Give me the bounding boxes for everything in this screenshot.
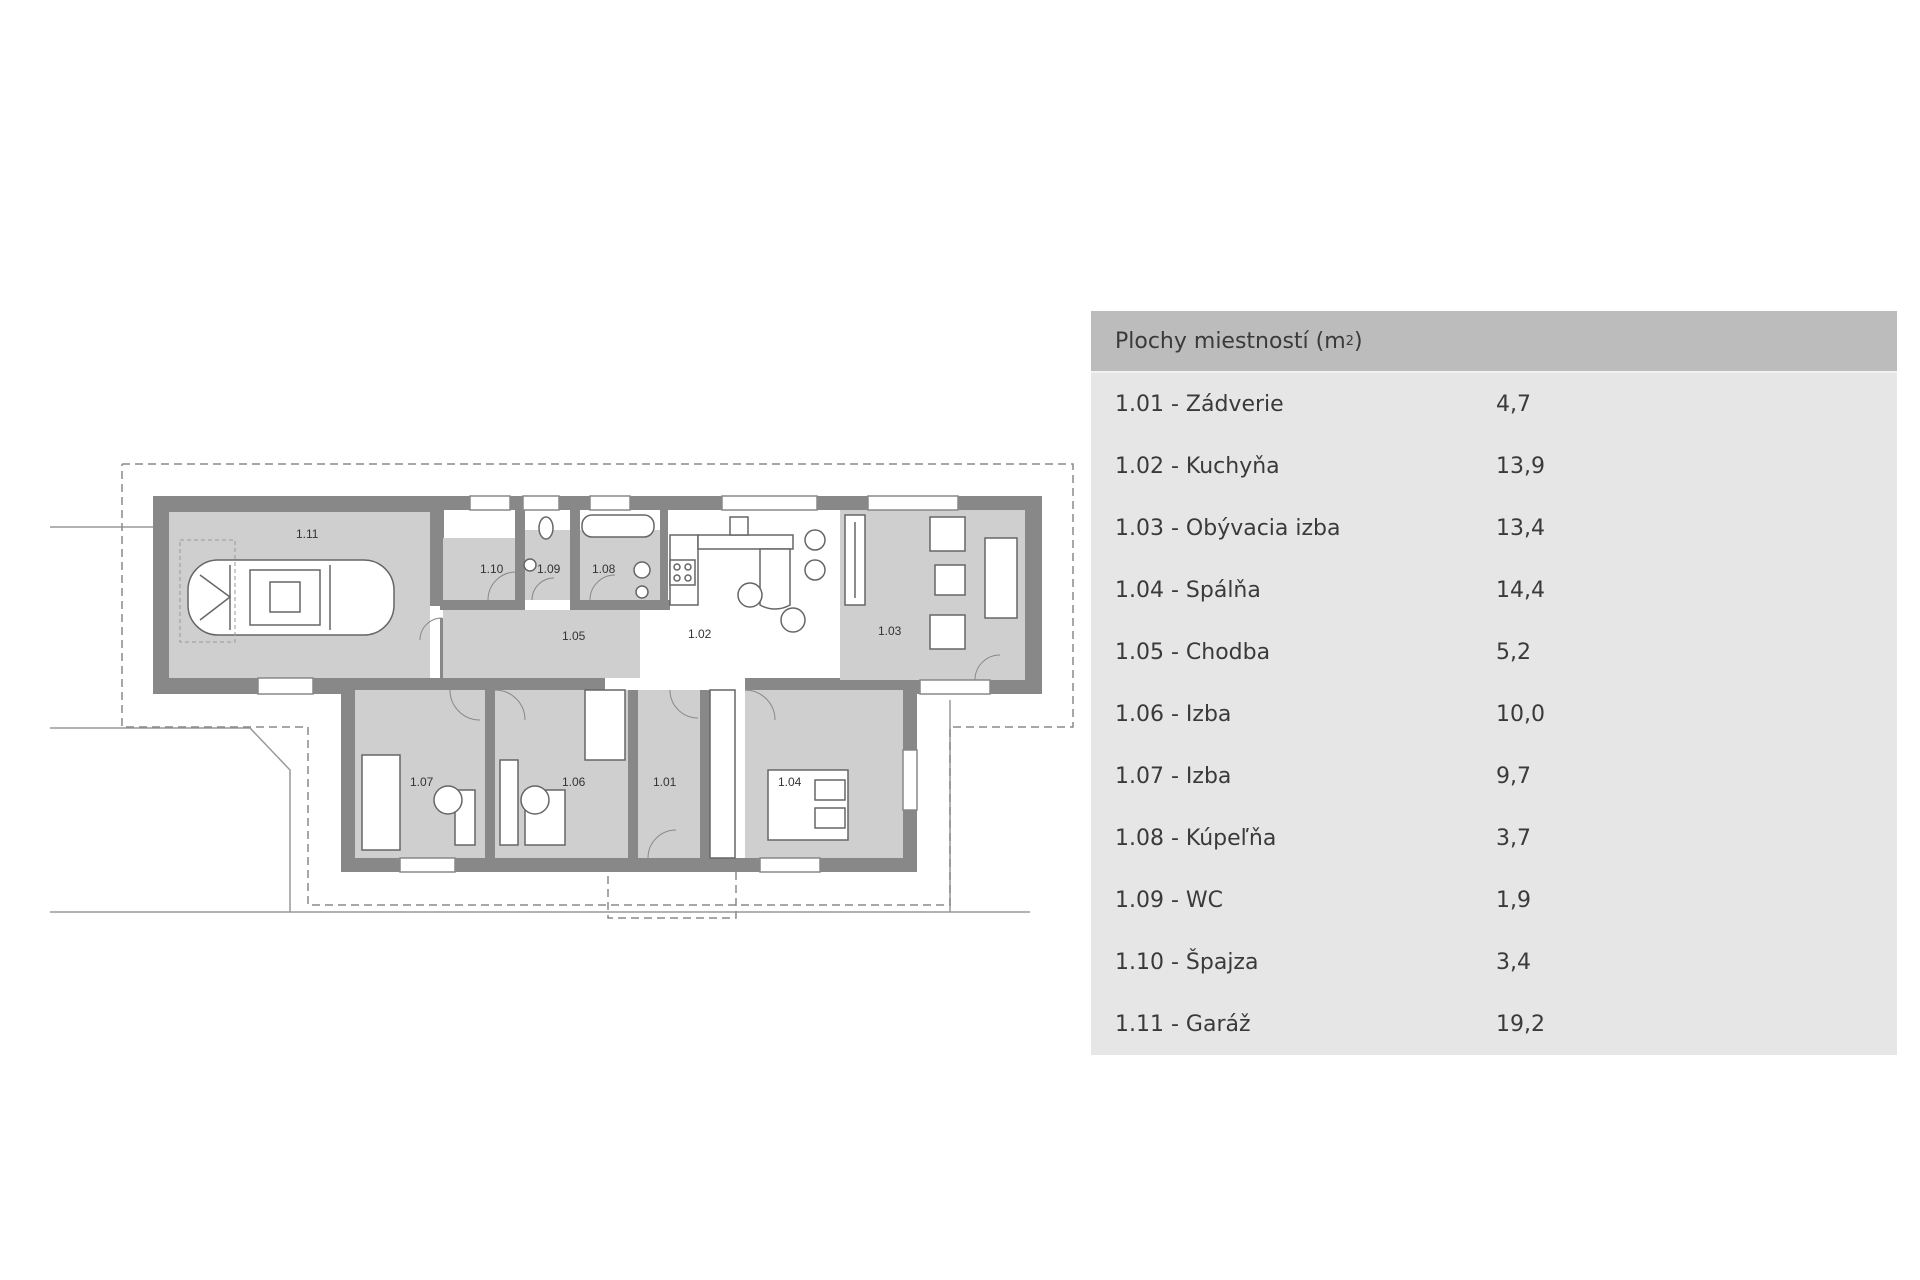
room-label: 1.01	[653, 775, 677, 789]
kitchen-furniture	[669, 516, 826, 633]
room-area: 3,4	[1496, 949, 1531, 975]
room-label: 1.03	[878, 624, 902, 638]
sink-icon-wc	[523, 558, 537, 572]
room-label: 1.05	[562, 629, 586, 643]
room-name: 1.08 - Kúpeľňa	[1115, 825, 1277, 851]
room-name: 1.02 - Kuchyňa	[1115, 453, 1280, 479]
doors	[419, 571, 1001, 859]
room-area: 5,2	[1496, 639, 1531, 665]
car-icon	[187, 559, 395, 636]
room-name: 1.01 - Zádverie	[1115, 391, 1284, 417]
room-label: 1.09	[537, 562, 561, 576]
room-label: 1.11	[296, 527, 319, 541]
room-labels: 1.11 1.10 1.09 1.08 1.05 1.02 1.03 1.07 …	[296, 527, 902, 789]
table-title-sup: 2	[1345, 333, 1354, 349]
room-area: 3,7	[1496, 825, 1531, 851]
room-name: 1.09 - WC	[1115, 887, 1224, 913]
table-row: 1.09 - WC 1,9	[1091, 869, 1897, 931]
table-row: 1.08 - Kúpeľňa 3,7	[1091, 807, 1897, 869]
room-name: 1.07 - Izba	[1115, 763, 1232, 789]
room-label: 1.02	[688, 627, 712, 641]
room-area: 14,4	[1496, 577, 1545, 603]
room-area: 19,2	[1496, 1011, 1545, 1037]
garage-parking-dashed	[179, 539, 236, 643]
room-label: 1.06	[562, 775, 586, 789]
room-area: 13,4	[1496, 515, 1545, 541]
room-name: 1.03 - Obývacia izba	[1115, 515, 1341, 541]
table-row: 1.01 - Zádverie 4,7	[1091, 373, 1897, 435]
living-furniture	[844, 514, 1018, 650]
windows	[257, 495, 991, 873]
room-area: 9,7	[1496, 763, 1531, 789]
room-name: 1.10 - Špajza	[1115, 949, 1259, 975]
table-row: 1.06 - Izba 10,0	[1091, 683, 1897, 745]
toilet-icon	[538, 516, 554, 540]
room-area: 1,9	[1496, 887, 1531, 913]
fixtures	[523, 514, 655, 599]
room-name: 1.11 - Garáž	[1115, 1011, 1251, 1037]
roof-outline	[121, 463, 1074, 919]
table-row: 1.02 - Kuchyňa 13,9	[1091, 435, 1897, 497]
table-title: Plochy miestností (m	[1115, 328, 1346, 354]
room-label: 1.10	[480, 562, 504, 576]
table-row: 1.05 - Chodba 5,2	[1091, 621, 1897, 683]
bedroom-furniture	[361, 689, 849, 859]
table-row: 1.03 - Obývacia izba 13,4	[1091, 497, 1897, 559]
room-name: 1.06 - Izba	[1115, 701, 1232, 727]
room-label: 1.07	[410, 775, 434, 789]
room-label: 1.04	[778, 775, 802, 789]
table-row: 1.11 - Garáž 19,2	[1091, 993, 1897, 1055]
room-label: 1.08	[592, 562, 616, 576]
table-row: 1.07 - Izba 9,7	[1091, 745, 1897, 807]
sink-icon	[633, 561, 651, 579]
room-area: 10,0	[1496, 701, 1545, 727]
table-row: 1.10 - Špajza 3,4	[1091, 931, 1897, 993]
room-name: 1.05 - Chodba	[1115, 639, 1271, 665]
table-title-close: )	[1353, 328, 1363, 354]
room-name: 1.04 - Spálňa	[1115, 577, 1261, 603]
room-area: 13,9	[1496, 453, 1545, 479]
floor-plan: 1.11 1.10 1.09 1.08 1.05 1.02 1.03 1.07 …	[50, 463, 1074, 919]
room-area: 4,7	[1496, 391, 1531, 417]
table-row: 1.04 - Spálňa 14,4	[1091, 559, 1897, 621]
